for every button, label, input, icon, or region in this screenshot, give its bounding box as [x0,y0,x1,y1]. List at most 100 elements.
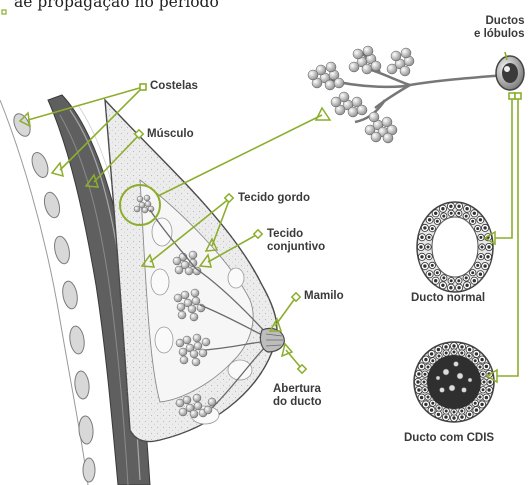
cell-nucleus [424,373,426,375]
label-tecido-conjuntivo: Tecido conjuntivo [267,228,325,254]
label-ducto-com-cdis: Ducto com CDIS [404,432,494,445]
cell-nucleus [468,407,470,409]
cell-nucleus [432,402,434,404]
cell-nucleus [431,228,433,230]
cell-nucleus [484,227,487,230]
cell-nucleus [442,207,445,210]
cell-nucleus [465,277,467,279]
top-caption: ae propagação no periodo [14,0,219,10]
cell-nucleus [437,413,440,416]
cell-nucleus [436,220,438,222]
cell-nucleus [434,279,437,282]
cell-nucleus [461,416,464,419]
label-mamilo: Mamilo [304,290,344,303]
cell-nucleus [430,409,433,412]
cell-nucleus [424,227,427,230]
cell-nucleus [473,212,476,215]
label-costelas: Costelas [150,80,198,93]
cell-nucleus [432,360,434,362]
cell-nucleus [424,265,427,268]
cell-nucleus [475,409,478,412]
cell-nucleus [468,355,470,357]
cell-nucleus [420,246,423,249]
cell-nucleus [445,416,448,419]
cell-nucleus [482,389,484,391]
label-musculo: Músculo [147,128,194,141]
cell-nucleus [488,246,491,249]
cell-nucleus [472,272,474,274]
cell-nucleus [420,396,423,399]
cell-nucleus [482,373,484,375]
cell-nucleus [479,396,481,398]
cell-nucleus [473,279,476,282]
cell-nucleus [427,246,429,248]
cell-nucleus [461,346,464,349]
cell-nucleus [479,366,481,368]
cell-nucleus [418,373,421,376]
cell-nucleus [487,255,490,258]
cell-nucleus [458,212,460,214]
cell-nucleus [428,236,430,238]
cell-nucleus [472,220,474,222]
ducto-cdis-cross-section [414,342,494,422]
cell-nucleus [430,353,433,356]
cell-nucleus [465,215,467,217]
cell-nucleus [450,280,452,282]
cell-nucleus [453,345,456,348]
ducto-normal-cross-section [417,202,493,292]
cell-nucleus [443,215,445,217]
cell-nucleus [427,366,429,368]
cell-nucleus [425,358,428,361]
cell-nucleus [438,355,440,357]
cell-nucleus [485,396,488,399]
cell-nucleus [450,205,453,208]
cell-nucleus [479,273,482,276]
cell-nucleus [437,348,440,351]
cell-nucleus [445,352,447,354]
cell-nucleus [466,284,469,287]
cell-nucleus [428,219,431,222]
cell-nucleus [431,264,433,266]
cell-nucleus [461,410,463,412]
cell-nucleus [434,212,437,215]
cell-nucleus [461,352,463,354]
cell-nucleus [468,348,471,351]
cell-nucleus [436,272,438,274]
corner-marker [2,10,6,14]
cell-nucleus [477,228,479,230]
cell-nucleus [481,358,484,361]
cell-nucleus [458,205,461,208]
cell-nucleus [477,264,479,266]
cell-nucleus [474,360,476,362]
cell-nucleus [445,346,448,349]
cell-nucleus [479,219,482,222]
label-ductos-e-lobulos: Ductos e lóbulos [474,15,524,41]
cell-nucleus [438,407,440,409]
cell-nucleus [427,396,429,398]
cell-nucleus [420,365,423,368]
cell-nucleus [483,381,485,383]
label-abertura-do-ducto: Abertura do ducto [273,383,322,409]
cell-nucleus [485,365,488,368]
cell-nucleus [453,411,455,413]
cell-nucleus [428,256,430,258]
cell-nucleus [466,207,469,210]
nipple [260,328,284,352]
cell-nucleus [421,236,424,239]
label-ducto-normal: Ducto normal [411,292,485,305]
cell-nucleus [480,256,482,258]
cell-nucleus [468,413,471,416]
label-tecido-gordo: Tecido gordo [238,192,310,205]
cell-nucleus [481,246,483,248]
ducts-lobules-detail [308,46,524,143]
cell-nucleus [421,255,424,258]
cell-nucleus [480,236,482,238]
cell-nucleus [445,410,447,412]
cell-nucleus [488,389,491,392]
cell-nucleus [425,403,428,406]
cell-nucleus [489,381,492,384]
cell-nucleus [450,286,453,289]
cell-nucleus [453,417,456,420]
cell-nucleus [484,265,487,268]
